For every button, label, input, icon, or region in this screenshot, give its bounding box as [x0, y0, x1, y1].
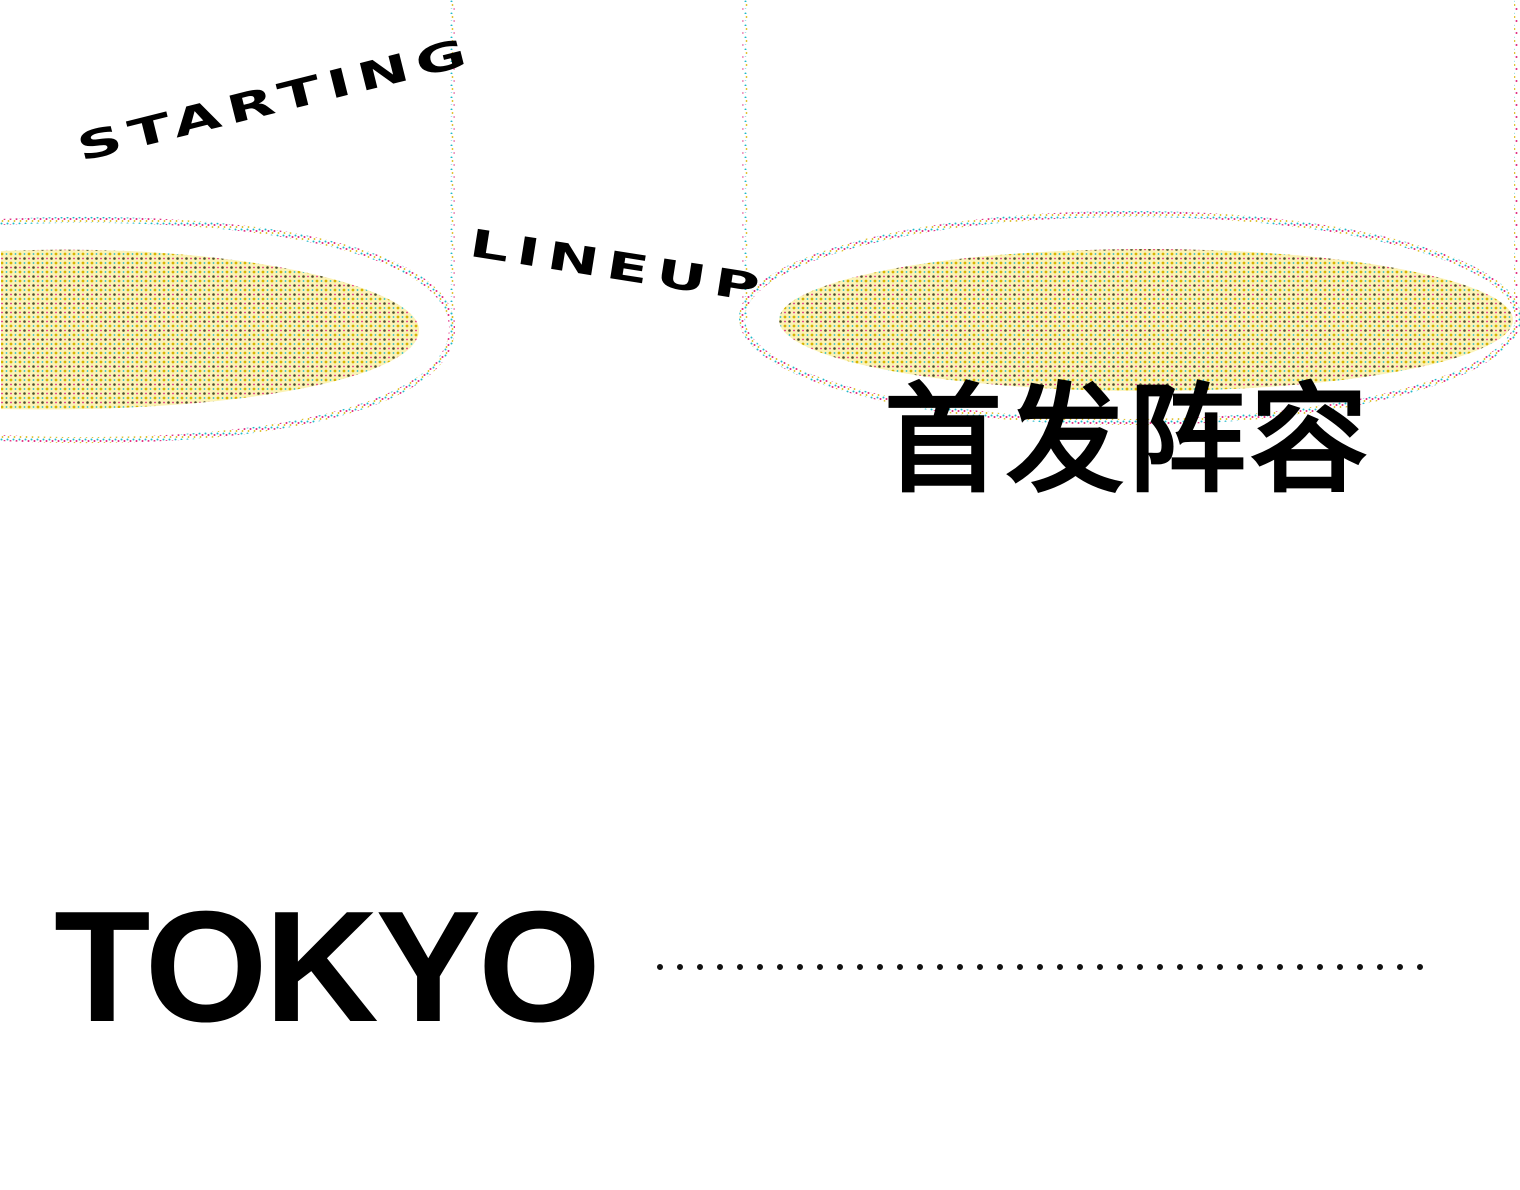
left-spotlight-disk-icon — [0, 0, 456, 444]
city-name: TOKYO — [54, 879, 601, 1055]
headline-chinese: 首发阵容 — [884, 371, 1373, 509]
right-spotlight-disk-icon — [739, 0, 1520, 425]
